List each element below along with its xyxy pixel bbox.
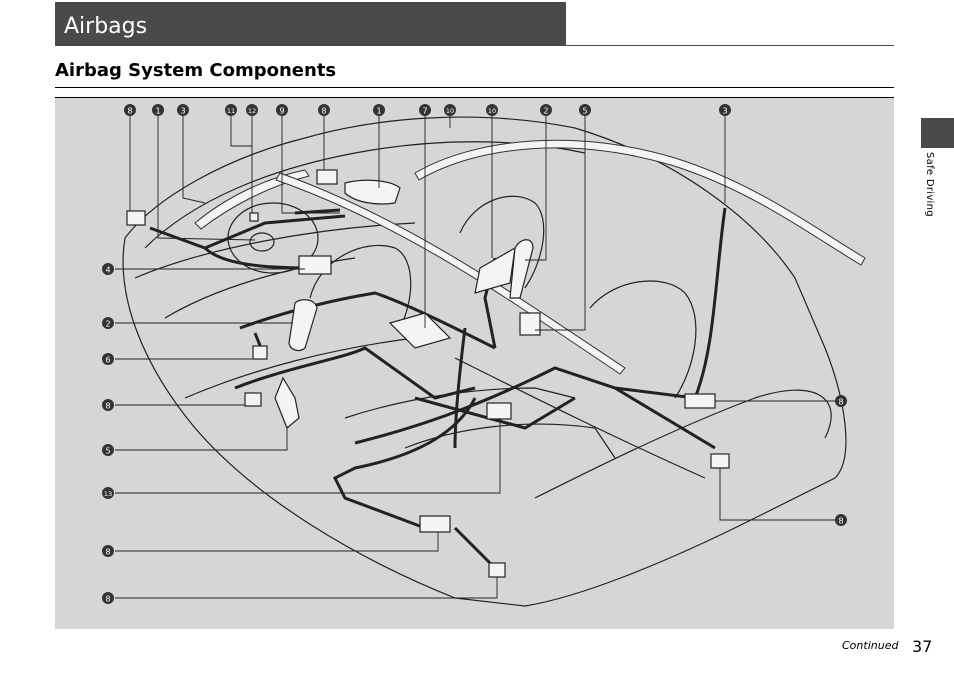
callout-left-1: 4: [102, 263, 114, 275]
callout-5: 12: [246, 104, 258, 116]
svg-text:5: 5: [582, 107, 587, 116]
callout-2: 1: [152, 104, 164, 116]
svg-text:10: 10: [488, 107, 496, 115]
impact-sensor-door-left: [244, 392, 262, 407]
svg-text:1: 1: [376, 107, 381, 116]
callout-4: 11: [225, 104, 237, 116]
callout-10: 10: [444, 104, 456, 116]
svg-text:12: 12: [248, 107, 256, 115]
svg-text:4: 4: [105, 266, 110, 275]
impact-sensor-front-right: [316, 169, 338, 185]
airbag-modules: [126, 169, 730, 578]
curtain-airbags: [194, 139, 866, 375]
svg-text:8: 8: [105, 595, 110, 604]
leader-lines: [115, 116, 835, 599]
callout-right-1: 8: [835, 395, 847, 407]
svg-text:8: 8: [838, 398, 843, 407]
svg-text:5: 5: [105, 447, 110, 456]
diagram-canvas: 8 1 3 11 12 9 8 1 7 10 10 2 5 3 4 2 6 8 …: [102, 104, 866, 607]
page-title: Airbags: [55, 2, 566, 46]
passenger-front-airbag: [344, 179, 401, 205]
impact-sensor-rear-left: [419, 515, 451, 533]
impact-sensor-front-left: [126, 210, 146, 226]
title-divider: [55, 45, 894, 46]
seat-belt-tensioner-left: [274, 376, 300, 429]
callout-left-5: 5: [102, 444, 114, 456]
side-airbag-driver: [288, 299, 318, 352]
callout-left-2: 2: [102, 317, 114, 329]
svg-text:2: 2: [543, 107, 548, 116]
seat-belt-tensioner-right: [519, 312, 541, 336]
page-number: 37: [912, 637, 933, 656]
section-heading: Airbag System Components: [55, 60, 337, 81]
svg-text:8: 8: [321, 107, 326, 116]
svg-text:8: 8: [127, 107, 132, 116]
svg-text:8: 8: [838, 517, 843, 526]
rear-sensor: [486, 402, 512, 420]
svg-text:3: 3: [722, 107, 727, 116]
callout-13: 5: [579, 104, 591, 116]
srs-unit: [298, 255, 332, 275]
svg-text:6: 6: [105, 356, 110, 365]
impact-sensor-side-right: [710, 453, 730, 469]
knee-airbag: [249, 212, 259, 222]
svg-text:7: 7: [422, 107, 427, 116]
svg-text:9: 9: [279, 107, 284, 116]
wiring-harness: [149, 207, 727, 570]
occupant-detection: [388, 312, 452, 349]
impact-sensor-rear: [488, 562, 506, 578]
chapter-tab: [921, 118, 954, 148]
side-curtain-inflator: [474, 246, 516, 294]
callout-12: 2: [540, 104, 552, 116]
svg-text:2: 2: [105, 320, 110, 329]
svg-text:11: 11: [227, 107, 235, 115]
figure-top-border: [55, 97, 894, 98]
callout-right-2: 8: [835, 514, 847, 526]
continued-note: Continued: [842, 639, 899, 652]
impact-sensor-rear-right: [684, 393, 716, 409]
airbag-components-diagram: 8 1 3 11 12 9 8 1 7 10 10 2 5 3 4 2 6 8 …: [55, 98, 894, 629]
callout-11: 10: [486, 104, 498, 116]
callout-1: 8: [124, 104, 136, 116]
svg-text:13: 13: [104, 490, 112, 498]
callout-7: 8: [318, 104, 330, 116]
callout-left-4: 8: [102, 399, 114, 411]
callout-left-3: 6: [102, 353, 114, 365]
callout-3: 3: [177, 104, 189, 116]
svg-text:8: 8: [105, 402, 110, 411]
callout-14: 3: [719, 104, 731, 116]
seat-belt-tensioner: [252, 345, 268, 360]
callout-left-8: 8: [102, 592, 114, 604]
callout-markers: 8 1 3 11 12 9 8 1 7 10 10 2 5 3 4 2 6 8 …: [102, 104, 847, 604]
callout-9: 7: [419, 104, 431, 116]
callout-left-7: 8: [102, 545, 114, 557]
section-divider: [55, 87, 894, 88]
callout-8: 1: [373, 104, 385, 116]
svg-text:8: 8: [105, 548, 110, 557]
side-airbag-passenger: [509, 239, 534, 299]
chapter-label: Safe Driving: [924, 152, 935, 217]
svg-text:3: 3: [180, 107, 185, 116]
svg-text:10: 10: [446, 107, 454, 115]
callout-6: 9: [276, 104, 288, 116]
svg-text:1: 1: [155, 107, 160, 116]
callout-left-6: 13: [102, 487, 114, 499]
